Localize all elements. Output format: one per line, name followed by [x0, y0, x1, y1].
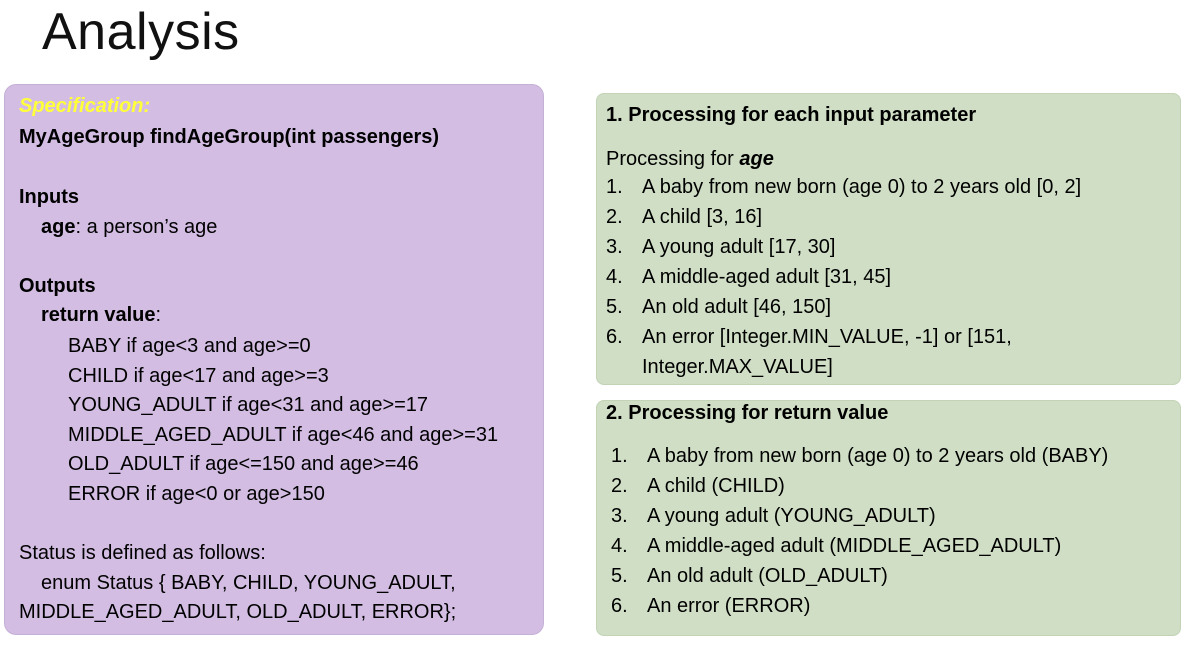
list-item: 5. An old adult [46, 150]	[606, 292, 1176, 322]
list-item: 3. A young adult [17, 30]	[606, 232, 1176, 262]
input-processing-heading: 1. Processing for each input parameter	[606, 104, 977, 126]
item-text: Integer.MAX_VALUE]	[642, 356, 833, 378]
processing-prefix: Processing for	[606, 148, 740, 170]
item-number: 6.	[606, 326, 623, 348]
specification-panel: Specification: MyAgeGroup findAgeGroup(i…	[4, 84, 544, 635]
item-text: A young adult (YOUNG_ADULT)	[647, 505, 936, 527]
input-description: : a person’s age	[75, 216, 218, 238]
list-item: 4. A middle-aged adult (MIDDLE_AGED_ADULT…	[611, 531, 1176, 561]
item-number: 3.	[611, 505, 628, 527]
status-description: Status is defined as follows:	[19, 542, 266, 564]
specification-heading: Specification:	[19, 95, 151, 117]
input-partition-list: 1. A baby from new born (age 0) to 2 year…	[606, 172, 1176, 382]
list-item: 1. A baby from new born (age 0) to 2 year…	[606, 172, 1176, 202]
item-number: 6.	[611, 595, 628, 617]
item-number: 5.	[611, 565, 628, 587]
list-item: 2. A child [3, 16]	[606, 202, 1176, 232]
item-number: 4.	[606, 266, 623, 288]
list-item: 2. A child (CHILD)	[611, 471, 1176, 501]
processing-param: age	[739, 148, 774, 170]
item-text: A young adult [17, 30]	[642, 236, 836, 258]
item-number: 2.	[611, 475, 628, 497]
return-partition-list: 1. A baby from new born (age 0) to 2 year…	[611, 441, 1176, 621]
item-text: A child [3, 16]	[642, 206, 763, 228]
input-processing-panel: 1. Processing for each input parameter P…	[596, 93, 1181, 385]
item-text: A middle-aged adult [31, 45]	[642, 266, 892, 288]
list-item: 5. An old adult (OLD_ADULT)	[611, 561, 1176, 591]
item-text: A child (CHILD)	[647, 475, 785, 497]
item-text: An error [Integer.MIN_VALUE, -1] or [151…	[642, 326, 1012, 348]
page-title: Analysis	[42, 3, 240, 61]
return-value-label: return value	[41, 304, 156, 326]
item-text: An old adult (OLD_ADULT)	[647, 565, 888, 587]
list-item: 1. A baby from new born (age 0) to 2 year…	[611, 441, 1176, 471]
return-processing-heading: 2. Processing for return value	[606, 402, 889, 424]
rule-middle-aged-adult: MIDDLE_AGED_ADULT if age<46 and age>=31	[68, 424, 499, 446]
item-number: 1.	[611, 445, 628, 467]
input-name: age	[41, 216, 76, 238]
input-age-line: age: a person’s age	[41, 215, 217, 239]
list-item: 4. A middle-aged adult [31, 45]	[606, 262, 1176, 292]
item-number: 2.	[606, 206, 623, 228]
item-text: A middle-aged adult (MIDDLE_AGED_ADULT)	[647, 535, 1062, 557]
enum-line-1: enum Status { BABY, CHILD, YOUNG_ADULT,	[41, 572, 456, 594]
item-text: An error (ERROR)	[647, 595, 811, 617]
list-item: 6. An error (ERROR)	[611, 591, 1176, 621]
rule-error: ERROR if age<0 or age>150	[68, 483, 325, 505]
list-item: 6. An error [Integer.MIN_VALUE, -1] or [1…	[606, 322, 1176, 352]
item-text: An old adult [46, 150]	[642, 296, 832, 318]
return-value-line: return value:	[41, 303, 161, 327]
item-number: 1.	[606, 176, 623, 198]
rule-young-adult: YOUNG_ADULT if age<31 and age>=17	[68, 394, 429, 416]
rule-child: CHILD if age<17 and age>=3	[68, 365, 329, 387]
item-text: A baby from new born (age 0) to 2 years …	[647, 445, 1109, 467]
list-item: 3. A young adult (YOUNG_ADULT)	[611, 501, 1176, 531]
return-processing-panel: 2. Processing for return value 1. A baby …	[596, 400, 1181, 636]
item-text: A baby from new born (age 0) to 2 years …	[642, 176, 1082, 198]
item-number: 5.	[606, 296, 623, 318]
return-value-colon: :	[155, 304, 162, 326]
outputs-label: Outputs	[19, 275, 96, 297]
processing-for-age: Processing for age	[606, 147, 774, 171]
enum-line-2: MIDDLE_AGED_ADULT, OLD_ADULT, ERROR};	[19, 601, 457, 623]
item-number: 3.	[606, 236, 623, 258]
method-signature: MyAgeGroup findAgeGroup(int passengers)	[19, 126, 440, 148]
list-item-continuation: Integer.MAX_VALUE]	[606, 352, 1176, 382]
inputs-label: Inputs	[19, 186, 79, 208]
item-number: 4.	[611, 535, 628, 557]
rule-old-adult: OLD_ADULT if age<=150 and age>=46	[68, 453, 419, 475]
rule-baby: BABY if age<3 and age>=0	[68, 335, 311, 357]
